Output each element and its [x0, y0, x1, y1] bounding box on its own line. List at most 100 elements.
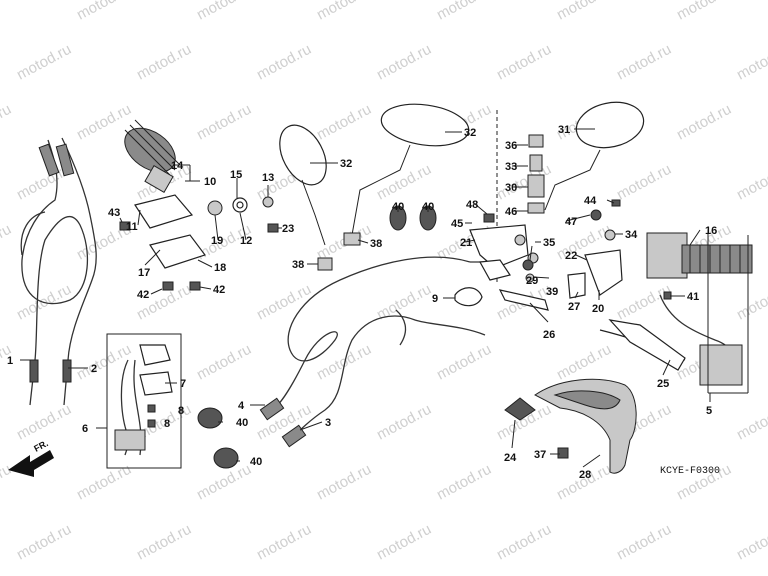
- callout-42a: 42: [137, 289, 149, 301]
- watermark-text: motod.ru: [14, 401, 74, 444]
- watermark-text: motod.ru: [494, 41, 554, 84]
- watermark-text: motod.ru: [14, 521, 74, 564]
- callout-12: 12: [240, 235, 252, 247]
- watermark-text: motod.ru: [14, 41, 74, 84]
- callout-40a: 40: [392, 201, 404, 213]
- callout-4: 4: [238, 400, 245, 412]
- callout-38a: 38: [370, 238, 382, 250]
- callout-10: 10: [204, 176, 216, 188]
- watermark-text: motod.ru: [314, 461, 374, 504]
- watermark-text: motod.ru: [374, 161, 434, 204]
- clutch-choke-cables: [259, 256, 490, 448]
- callout-23: 23: [282, 223, 294, 235]
- callout-32a: 32: [340, 158, 352, 170]
- watermark-text: motod.ru: [614, 521, 674, 564]
- callout-30: 30: [505, 182, 517, 194]
- callout-8a: 8: [178, 405, 184, 417]
- callout-41: 41: [687, 291, 699, 303]
- callout-32b: 32: [464, 127, 476, 139]
- watermark-text: motod.ru: [434, 0, 494, 24]
- callout-1: 1: [7, 355, 13, 367]
- handguard-assembly: [504, 378, 637, 474]
- callout-19: 19: [211, 235, 223, 247]
- watermark-text: motod.ru: [734, 281, 768, 324]
- callout-24: 24: [504, 452, 517, 464]
- direction-arrow: FR.: [8, 438, 54, 477]
- watermark-text: motod.ru: [374, 41, 434, 84]
- callout-47: 47: [565, 216, 577, 228]
- watermark-text: motod.ru: [254, 281, 314, 324]
- callout-6: 6: [82, 423, 88, 435]
- watermark-text: motod.ru: [554, 0, 614, 24]
- watermark-text: motod.ru: [494, 161, 554, 204]
- watermark-text: motod.ru: [674, 0, 734, 24]
- callout-28: 28: [579, 469, 591, 481]
- callout-45: 45: [451, 218, 463, 230]
- callout-43: 43: [108, 207, 120, 219]
- callout-36: 36: [505, 140, 517, 152]
- callout-5: 5: [706, 405, 712, 417]
- watermark-text: motod.ru: [734, 41, 768, 84]
- callout-48: 48: [466, 199, 478, 211]
- callout-40b: 40: [422, 201, 434, 213]
- callout-3: 3: [325, 417, 331, 429]
- left-mirror-assembly: [496, 101, 645, 285]
- callout-44: 44: [584, 195, 597, 207]
- callout-42b: 42: [213, 284, 225, 296]
- watermark-text: motod.ru: [734, 401, 768, 444]
- watermark-text: motod.ru: [194, 0, 254, 24]
- watermark-text: motod.ru: [74, 341, 134, 384]
- watermark-text: motod.ru: [134, 41, 194, 84]
- watermark-text: motod.ru: [374, 401, 434, 444]
- watermark-text: motod.ru: [434, 461, 494, 504]
- callout-21: 21: [460, 237, 472, 249]
- callout-40d: 40: [250, 456, 262, 468]
- watermark-text: motod.ru: [254, 41, 314, 84]
- callout-25: 25: [657, 378, 669, 390]
- watermark-text: motod.ru: [614, 281, 674, 324]
- watermark-text: motod.ru: [674, 101, 734, 144]
- clutch-side-assembly: [567, 199, 686, 371]
- throttle-assembly: [119, 119, 279, 291]
- callout-31: 31: [558, 124, 570, 136]
- diagram-code: KCYE-F0300: [660, 466, 720, 477]
- watermark-text: motod.ru: [434, 341, 494, 384]
- watermark-text: motod.ru: [314, 341, 374, 384]
- watermark-text: motod.ru: [374, 521, 434, 564]
- watermark-text: motod.ru: [494, 521, 554, 564]
- watermark-text: motod.ru: [0, 101, 14, 144]
- watermark-text: motod.ru: [614, 161, 674, 204]
- callout-26: 26: [543, 329, 555, 341]
- callout-8b: 8: [164, 418, 170, 430]
- callout-20: 20: [592, 303, 604, 315]
- watermark-text: motod.ru: [0, 221, 14, 264]
- callout-16: 16: [705, 225, 717, 237]
- watermark-text: motod.ru: [194, 101, 254, 144]
- callout-14: 14: [171, 160, 184, 172]
- left-switch-grip-assembly: [646, 230, 753, 394]
- callout-15: 15: [230, 169, 242, 181]
- callout-40c: 40: [236, 417, 248, 429]
- watermark-text: motod.ru: [734, 521, 768, 564]
- callout-37: 37: [534, 449, 546, 461]
- callout-38b: 38: [292, 259, 304, 271]
- watermark-text: motod.ru: [74, 0, 134, 24]
- watermark-text: motod.ru: [194, 341, 254, 384]
- watermark-text: motod.ru: [554, 461, 614, 504]
- callout-9: 9: [432, 293, 438, 305]
- callout-22: 22: [565, 250, 577, 262]
- callout-18: 18: [214, 262, 226, 274]
- callout-27: 27: [568, 301, 580, 313]
- watermark-text: motod.ru: [314, 0, 374, 24]
- bands: [197, 205, 437, 469]
- right-mirror-assembly: [279, 103, 470, 271]
- callout-29: 29: [526, 275, 538, 287]
- callout-17: 17: [138, 267, 150, 279]
- watermark-text: motod.ru: [0, 0, 14, 24]
- callout-46: 46: [505, 206, 517, 218]
- callout-39: 39: [546, 286, 558, 298]
- watermark-text: motod.ru: [734, 161, 768, 204]
- watermark-text: motod.ru: [0, 461, 14, 504]
